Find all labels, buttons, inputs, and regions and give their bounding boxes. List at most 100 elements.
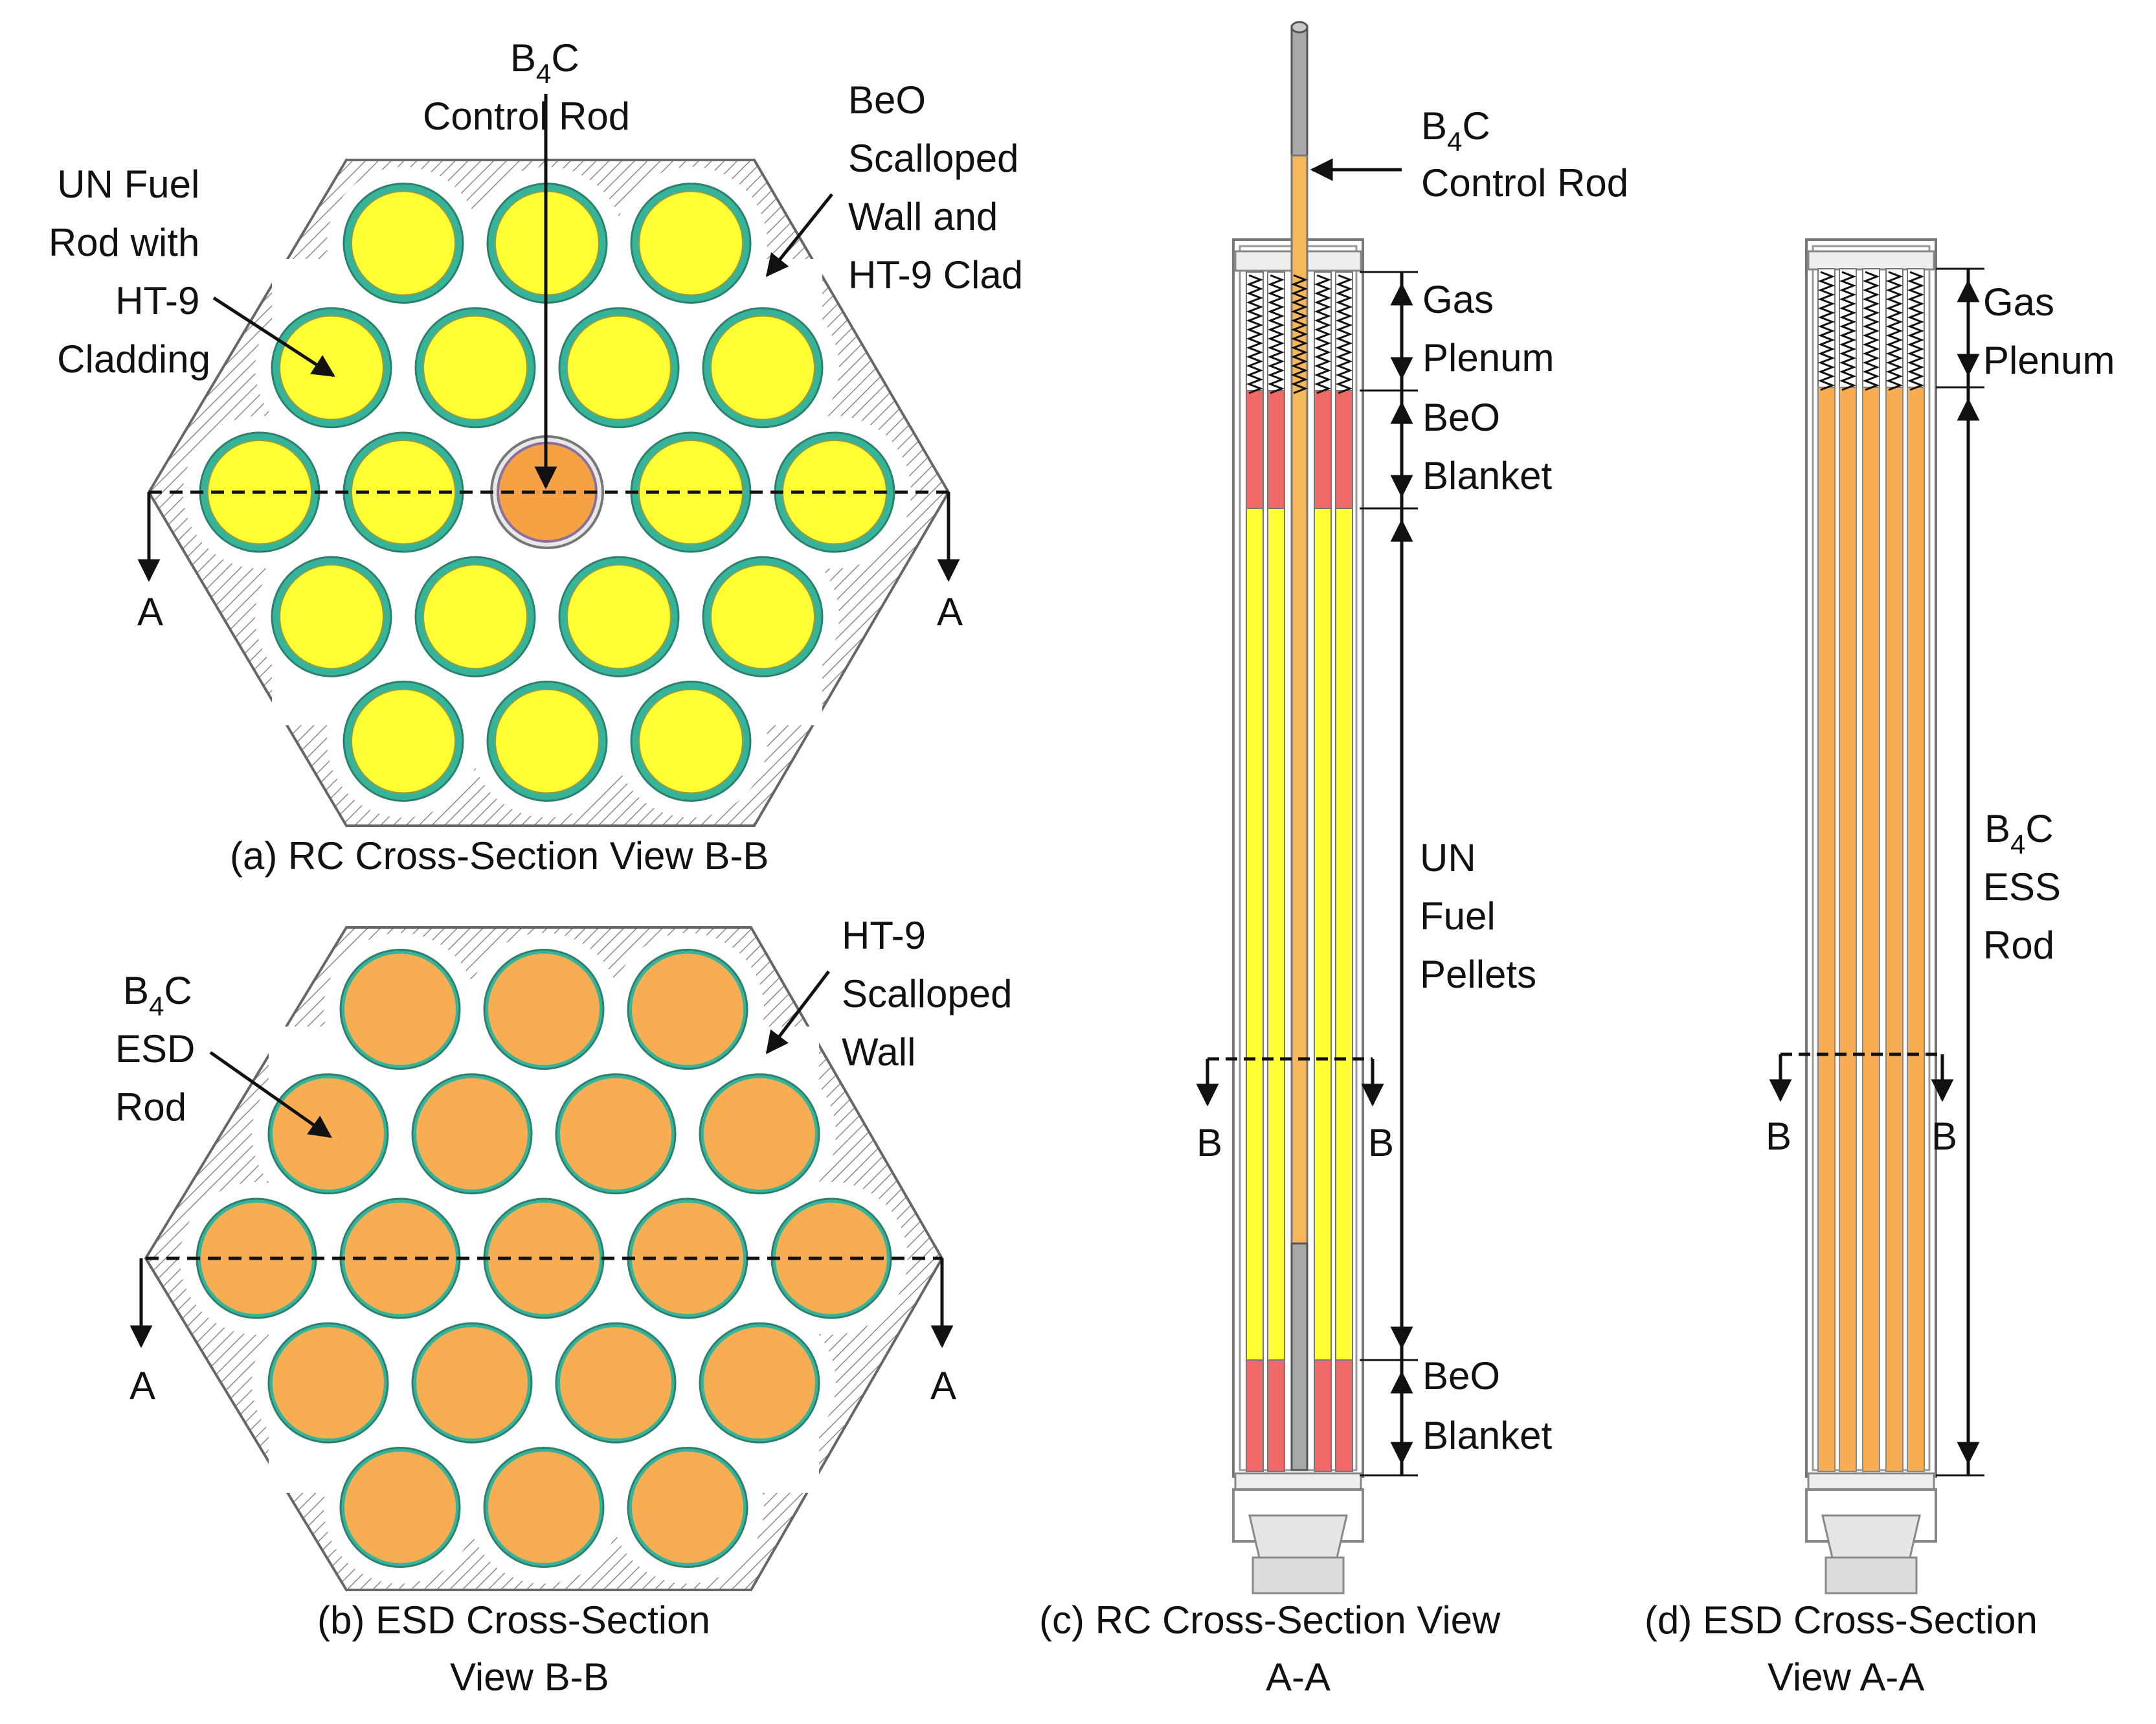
- esd-rod-label: ESD Rod: [115, 1027, 206, 1129]
- fuel-rod: [279, 315, 384, 420]
- plenum-spring: [1290, 274, 1308, 394]
- section-label-left: A: [137, 590, 163, 633]
- upper-blanket: [1267, 390, 1285, 509]
- b4c-label: B4C: [1984, 807, 2054, 859]
- fuel-rod-arrow: [212, 296, 335, 378]
- esd-rod: [632, 953, 743, 1065]
- esd-rod: [704, 1327, 815, 1439]
- plenum-spring: [1907, 271, 1925, 391]
- upper-blanket: [1246, 390, 1264, 509]
- plenum-springs: [1817, 271, 1925, 391]
- fuel-pellets: [1335, 508, 1353, 1361]
- esd-rod: [416, 1078, 528, 1190]
- ess-rod-label: ESS Rod: [1983, 865, 2072, 967]
- caption-c-line1: (c) RC Cross-Section View: [1039, 1598, 1501, 1642]
- upper-blanket: [1335, 390, 1353, 509]
- ess-rod-absorber: [1862, 387, 1880, 1472]
- b4c-label: B4C: [510, 36, 579, 89]
- upper-blanket: [1314, 390, 1332, 509]
- section-label-right: B: [1931, 1115, 1957, 1158]
- lower-blanket: [1246, 1359, 1264, 1472]
- section-label-left: A: [129, 1364, 155, 1407]
- panel-a-rc-cross-section: A A B4C Control Rod UN Fuel Rod with HT-…: [49, 36, 1029, 878]
- esd-rod: [704, 1078, 815, 1190]
- control-rod-label: Control Rod: [423, 95, 630, 138]
- plenum-spring: [1267, 274, 1285, 394]
- wall-label: HT-9 Scalloped Wall: [842, 914, 1023, 1074]
- section-label-right: A: [937, 590, 963, 633]
- fuel-rod: [638, 190, 743, 296]
- lower-blanket: [1314, 1359, 1332, 1472]
- bottom-nozzle: [1252, 1556, 1345, 1594]
- fuel-rod: [351, 688, 456, 794]
- ess-rod-absorber: [1839, 387, 1857, 1472]
- wall-label: BeO Scalloped Wall and HT-9 Clad: [848, 78, 1029, 297]
- esd-rod: [273, 1327, 384, 1439]
- plenum-spring: [1862, 271, 1880, 391]
- plenum-spring: [1246, 274, 1264, 394]
- plenum-spring: [1885, 271, 1903, 391]
- caption-a: (a) RC Cross-Section View B-B: [230, 834, 769, 878]
- b4c-label: B4C: [1421, 104, 1490, 157]
- esd-rod: [632, 1451, 743, 1563]
- lower-blanket: [1267, 1359, 1285, 1472]
- fuel-pellets: [1246, 508, 1264, 1361]
- gas-plenum-label: Gas Plenum: [1422, 278, 1554, 380]
- fuel-pellets: [1314, 508, 1332, 1361]
- plenum-springs: [1246, 274, 1353, 394]
- fuel-rod: [423, 564, 528, 670]
- panel-d-esd-axial-view: Gas Plenum B4C ESS Rod B B (d) ESD Cross…: [1645, 238, 2115, 1699]
- top-nozzle: [1807, 250, 1935, 271]
- fuel-rod: [567, 564, 671, 670]
- esd-rod-arrow: [209, 1050, 332, 1139]
- plenum-spring: [1335, 274, 1353, 394]
- fuel-pellets-label: UN Fuel Pellets: [1420, 836, 1536, 996]
- esd-rod: [488, 1451, 600, 1563]
- panel-b-esd-cross-section: A A B4C ESD Rod HT-9 Scalloped Wall (b) …: [115, 914, 1023, 1699]
- plenum-spring: [1817, 271, 1836, 391]
- esd-rod: [560, 1078, 671, 1190]
- esd-rod: [560, 1327, 671, 1439]
- lower-blanket: [1335, 1359, 1353, 1472]
- section-label-left: B: [1766, 1115, 1791, 1158]
- bottom-nozzle: [1825, 1556, 1918, 1594]
- bottom-nozzle-taper: [1248, 1514, 1348, 1559]
- gas-plenum-label: Gas Plenum: [1983, 280, 2115, 382]
- bottom-nozzle-taper: [1821, 1514, 1921, 1559]
- fuel-rod: [279, 564, 384, 670]
- ess-rod-absorber: [1885, 387, 1903, 1472]
- caption-b-line2: View B-B: [450, 1655, 609, 1699]
- wall-arrow: [765, 193, 833, 277]
- panel-c-rc-axial-view: B4C Control Rod Gas Plenum BeO Blanket U…: [1039, 21, 1628, 1699]
- esd-rod: [416, 1327, 528, 1439]
- caption-d-line1: (d) ESD Cross-Section: [1645, 1598, 2038, 1642]
- control-rod-follower: [1290, 1242, 1308, 1471]
- plenum-spring: [1839, 271, 1857, 391]
- fuel-rod: [710, 564, 815, 670]
- section-label-right: B: [1368, 1121, 1394, 1164]
- fuel-rod: [710, 315, 815, 420]
- ess-rod-absorber: [1817, 387, 1836, 1472]
- section-label-right: A: [930, 1364, 956, 1407]
- fuel-pellets: [1267, 508, 1285, 1361]
- esd-rod: [344, 1451, 456, 1563]
- esd-rod: [344, 953, 456, 1065]
- fuel-rod-array: [183, 166, 911, 818]
- control-rod-extension: [1290, 25, 1308, 157]
- esd-rod: [488, 953, 600, 1065]
- lower-blanket-label: BeO Blanket: [1422, 1354, 1552, 1457]
- caption-d-line2: View A-A: [1768, 1655, 1924, 1699]
- section-label-left: B: [1196, 1121, 1222, 1164]
- fuel-rod: [423, 315, 528, 420]
- upper-blanket-label: BeO Blanket: [1422, 396, 1552, 497]
- caption-b-line1: (b) ESD Cross-Section: [317, 1598, 710, 1642]
- control-rod-tip: [1290, 21, 1308, 34]
- axial-rods: [1817, 268, 1925, 1472]
- fuel-rod: [495, 688, 600, 794]
- fuel-rod: [351, 190, 456, 296]
- fuel-rod: [567, 315, 671, 420]
- wall-arrow: [765, 970, 830, 1054]
- esd-rod-array: [180, 933, 908, 1584]
- b4c-label: B4C: [123, 969, 192, 1021]
